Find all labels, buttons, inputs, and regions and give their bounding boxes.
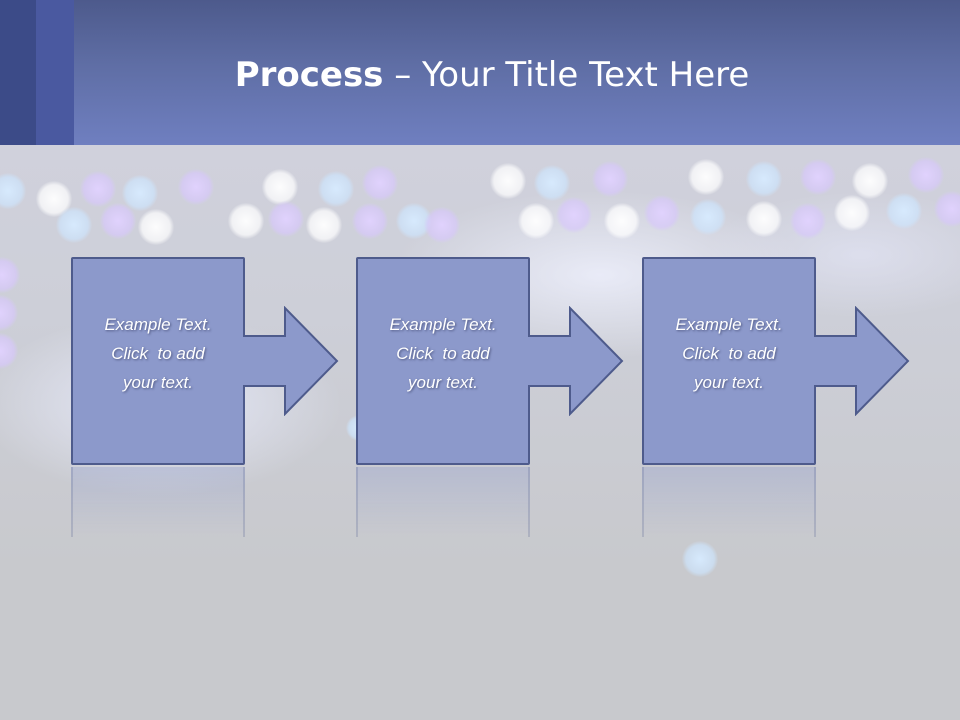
bokeh-dot	[268, 201, 304, 237]
bokeh-dot	[682, 541, 718, 577]
bokeh-dot	[80, 171, 116, 207]
step-1-line-1: Example Text.	[104, 315, 212, 334]
bokeh-dot	[852, 163, 888, 199]
step-2-line-2: Click to add	[396, 344, 490, 363]
bokeh-dot	[306, 207, 342, 243]
step-2-line-3: your text.	[408, 373, 478, 392]
step-1-line-2: Click to add	[111, 344, 205, 363]
bokeh-dot	[834, 195, 870, 231]
bokeh-dot	[556, 197, 592, 233]
step-2-line-1: Example Text.	[389, 315, 497, 334]
bokeh-dot	[0, 257, 20, 293]
step-3-arrow-icon	[814, 306, 910, 416]
bokeh-dot	[362, 165, 398, 201]
step-3-line-1: Example Text.	[675, 315, 783, 334]
step-3-line-2: Click to add	[682, 344, 776, 363]
bokeh-dot	[534, 165, 570, 201]
bokeh-dot	[518, 203, 554, 239]
bokeh-dot	[178, 169, 214, 205]
step-2-text[interactable]: Example Text. Click to add your text.	[356, 310, 530, 397]
bokeh-dot	[746, 201, 782, 237]
bokeh-dot	[228, 203, 264, 239]
bokeh-dot	[746, 161, 782, 197]
bokeh-dot	[100, 203, 136, 239]
bokeh-dot	[644, 195, 680, 231]
header-band: Process – Your Title Text Here	[0, 0, 960, 145]
bokeh-dot	[886, 193, 922, 229]
step-1-arrow-icon	[243, 306, 339, 416]
bokeh-dot	[790, 203, 826, 239]
bokeh-dot	[934, 191, 960, 227]
bokeh-dot	[908, 157, 944, 193]
step-3-reflection	[642, 467, 816, 537]
step-1-line-3: your text.	[123, 373, 193, 392]
bokeh-dot	[490, 163, 526, 199]
bokeh-dot	[138, 209, 174, 245]
header-accent-dark	[0, 0, 36, 145]
bokeh-dot	[56, 207, 92, 243]
step-3-box[interactable]	[642, 257, 816, 465]
step-1-reflection	[71, 467, 245, 537]
slide-title[interactable]: Process – Your Title Text Here	[0, 52, 960, 98]
bokeh-dot	[122, 175, 158, 211]
step-1-text[interactable]: Example Text. Click to add your text.	[71, 310, 245, 397]
bokeh-dot	[800, 159, 836, 195]
bokeh-dot	[690, 199, 726, 235]
bokeh-dot	[352, 203, 388, 239]
bokeh-dot	[424, 207, 460, 243]
step-3-line-3: your text.	[694, 373, 764, 392]
bokeh-dot	[0, 295, 18, 331]
bokeh-dot	[318, 171, 354, 207]
step-3-text[interactable]: Example Text. Click to add your text.	[642, 310, 816, 397]
bokeh-dot	[262, 169, 298, 205]
bokeh-dot	[0, 333, 18, 369]
bokeh-dot	[604, 203, 640, 239]
step-2-arrow-icon	[528, 306, 624, 416]
step-1-box[interactable]	[71, 257, 245, 465]
title-normal-text: – Your Title Text Here	[383, 55, 750, 95]
header-accent-light	[36, 0, 74, 145]
bokeh-dot	[592, 161, 628, 197]
title-bold-text: Process	[234, 55, 384, 95]
bokeh-dot	[688, 159, 724, 195]
step-2-reflection	[356, 467, 530, 537]
